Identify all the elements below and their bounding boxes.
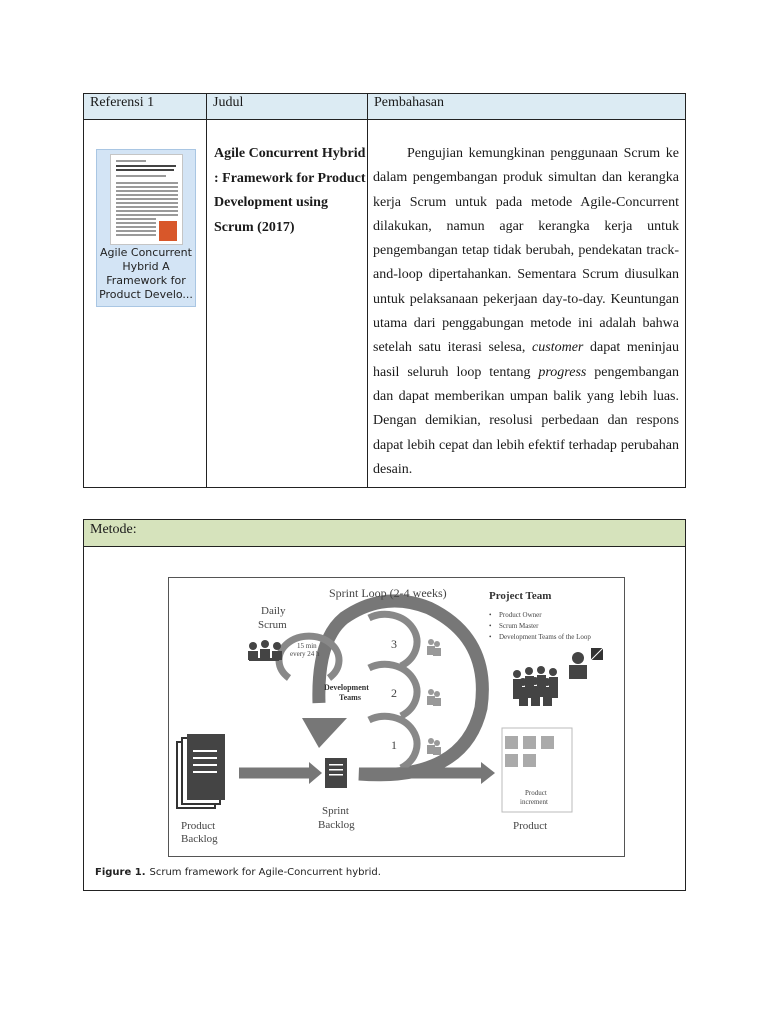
sprint-loop-label: Sprint Loop (2-4 weeks) (329, 586, 447, 600)
project-team-title: Project Team (489, 590, 551, 602)
header-judul: Judul (207, 94, 243, 119)
iteration-number: 3 (391, 637, 397, 651)
method-header-label: Metode: (90, 521, 137, 539)
reference-table: Referensi 1 Judul Pembahasan Agile Concu… (83, 93, 686, 488)
daily-scrum-label-2: Scrum (258, 619, 287, 631)
column-divider (206, 94, 207, 487)
pdf-icon (159, 221, 177, 241)
discussion-paragraph: Pengujian kemungkinan penggunaan Scrum k… (373, 142, 679, 482)
dev-teams-label-2: Teams (339, 693, 361, 702)
caption-label: Figure 1. (95, 867, 146, 878)
product-label: Product (513, 820, 547, 832)
header-pembahasan: Pembahasan (368, 94, 444, 119)
scrum-figure: Sprint Loop (2-4 weeks) Daily Scrum 15 m… (168, 577, 625, 857)
caption-text: Scrum framework for Agile-Concurrent hyb… (150, 867, 381, 878)
project-team-item: Scrum Master (499, 622, 539, 630)
sprint-backlog-label-2: Backlog (318, 819, 355, 831)
product-increment-label-2: increment (520, 798, 548, 806)
daily-scrum-people-icon (248, 640, 282, 661)
project-team-bullet: • (489, 611, 492, 619)
figure-caption: Figure 1. Scrum framework for Agile-Concu… (95, 867, 381, 878)
sprint-loop-arrowhead (302, 718, 347, 748)
project-team-item: Product Owner (499, 611, 542, 619)
project-team-icon (513, 648, 603, 706)
iteration-number: 1 (391, 738, 397, 752)
method-table: Metode: (83, 519, 686, 891)
project-team-bullet: • (489, 622, 492, 630)
sprint-backlog-icon (325, 758, 347, 788)
product-backlog-icon (177, 734, 225, 808)
daily-time-label-1: 15 min (297, 642, 317, 650)
daily-time-label-2: every 24 h (290, 650, 320, 658)
dev-teams-label-1: Development (324, 683, 369, 692)
project-team-bullet: • (489, 633, 492, 641)
daily-scrum-label-1: Daily (261, 605, 286, 617)
dev-team-icons (427, 639, 441, 755)
project-team-item: Development Teams of the Loop (499, 633, 591, 641)
header-referensi: Referensi 1 (84, 94, 154, 119)
method-header: Metode: (84, 520, 685, 547)
product-backlog-label-2: Backlog (181, 833, 218, 845)
document-thumbnail[interactable]: Agile Concurrent Hybrid A Framework for … (96, 149, 196, 307)
document-page-preview (110, 154, 183, 245)
column-divider (367, 94, 368, 487)
product-increment-label-1: Product (525, 789, 547, 797)
product-backlog-label-1: Product (181, 820, 215, 832)
paper-title: Agile Concurrent Hybrid : Framework for … (214, 142, 366, 240)
iteration-number: 2 (391, 686, 397, 700)
sprint-backlog-label-1: Sprint (322, 805, 349, 817)
thumbnail-label: Agile Concurrent Hybrid A Framework for … (99, 246, 193, 302)
